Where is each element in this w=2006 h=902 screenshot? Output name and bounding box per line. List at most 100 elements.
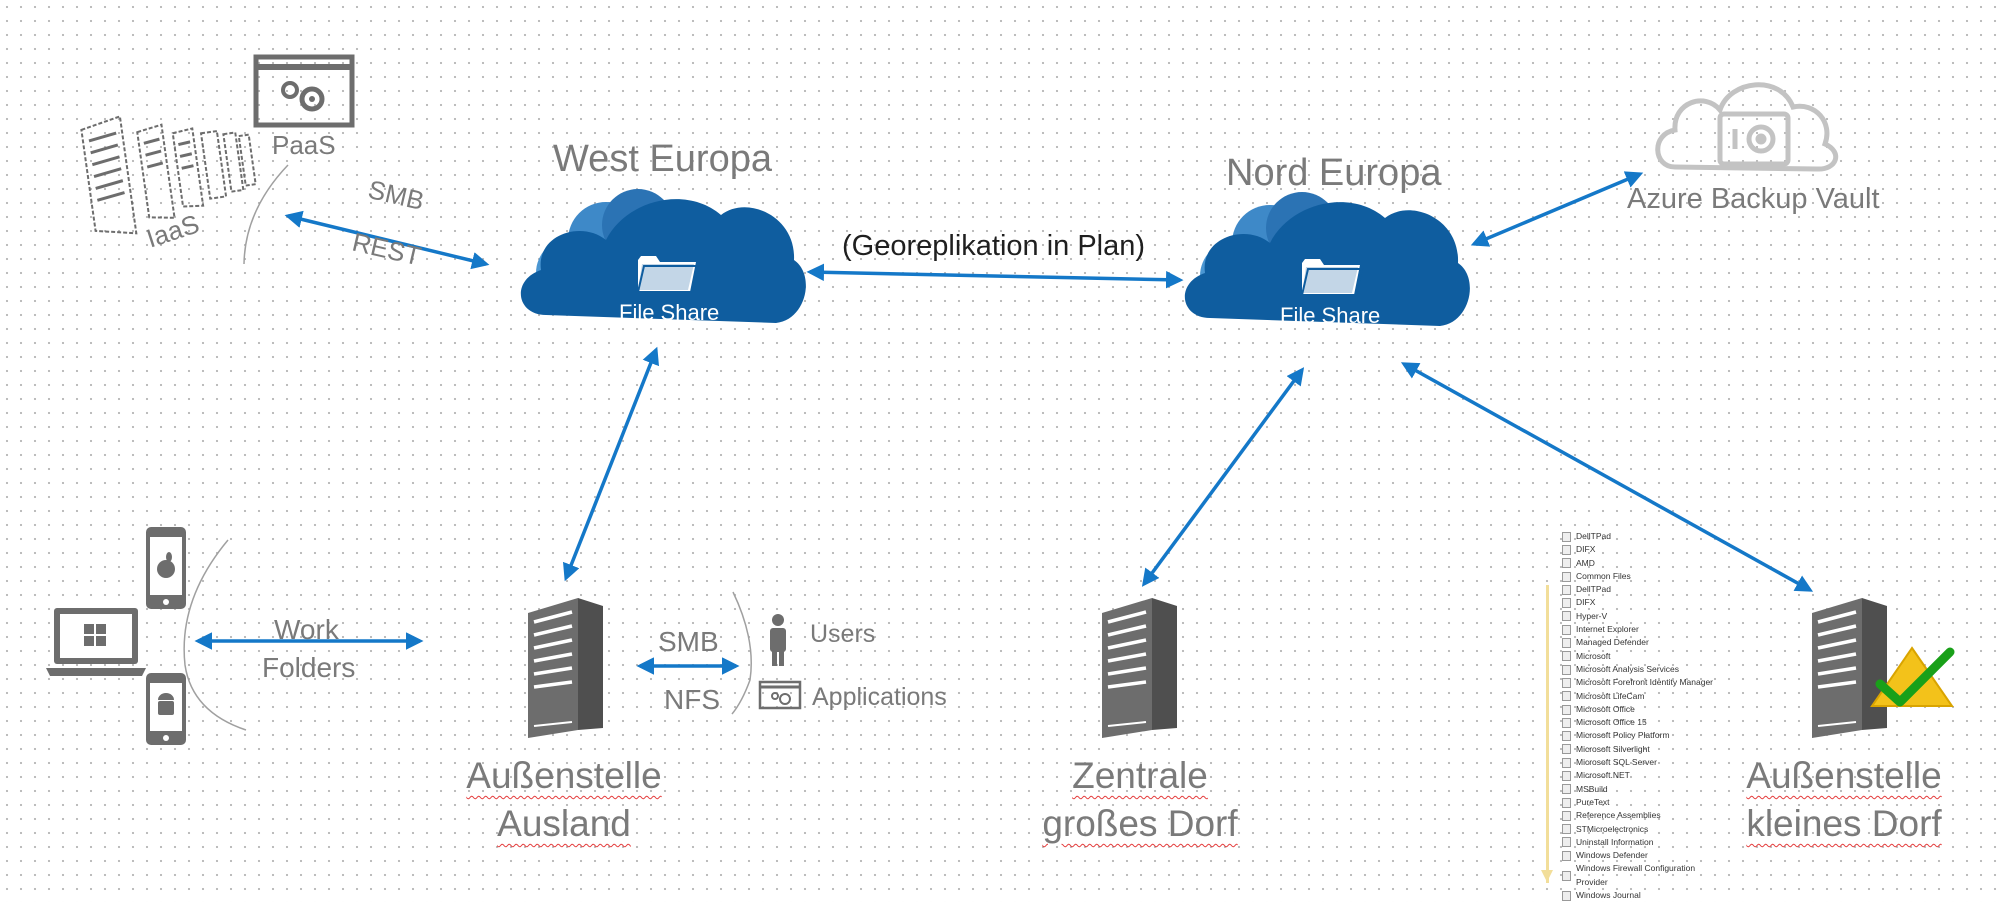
work-folders-line2: Folders bbox=[262, 652, 356, 683]
folder-list-item-label: DellTPad bbox=[1576, 584, 1611, 595]
folder-icon bbox=[1562, 558, 1571, 569]
folder-list-item[interactable]: MSBuild bbox=[1562, 783, 1722, 796]
folder-list-item[interactable]: Managed Defender bbox=[1562, 636, 1722, 649]
file-share-north-label: File Share bbox=[1280, 303, 1381, 328]
folder-icon bbox=[1562, 651, 1571, 662]
folder-list-item-label: Microsoft Analysis Services bbox=[1576, 663, 1679, 674]
folder-icon bbox=[1562, 731, 1571, 742]
server-ausland-icon bbox=[526, 596, 605, 740]
nfs-label: NFS bbox=[664, 684, 720, 715]
folder-list-item-label: STMicroelectronics bbox=[1576, 823, 1649, 834]
work-folders-line1: Work bbox=[274, 614, 339, 645]
folder-list-item-label: Common Files bbox=[1576, 570, 1631, 581]
folder-icon bbox=[1562, 531, 1571, 542]
folder-list-item-label: Microsoft LifeCam bbox=[1576, 690, 1645, 701]
folder-list-item-label: Microsoft Forefront Identity Manager bbox=[1576, 677, 1714, 688]
folder-list-item-label: Microsoft bbox=[1576, 650, 1611, 661]
folder-list-item[interactable]: Internet Explorer bbox=[1562, 623, 1722, 636]
folder-list-item[interactable]: Microsoft Policy Platform bbox=[1562, 729, 1722, 742]
site-zentrale-label: Zentrale großes Dorf bbox=[1020, 752, 1260, 848]
site-ausland-label: Außenstelle Ausland bbox=[444, 752, 684, 848]
folder-list-item-label: Windows Firewall Configuration Provider bbox=[1576, 863, 1696, 887]
folder-list-item[interactable]: Uninstall Information bbox=[1562, 836, 1722, 849]
folder-list-item[interactable]: Microsoft Analysis Services bbox=[1562, 663, 1722, 676]
folder-list-item[interactable]: DIFX bbox=[1562, 596, 1722, 609]
folder-list-item[interactable]: AMD bbox=[1562, 557, 1722, 570]
folder-icon bbox=[1562, 850, 1571, 861]
site-ausland-line2: Ausland bbox=[497, 803, 631, 844]
arrow-north-to-kleinesdorf bbox=[1400, 362, 1814, 592]
folder-list-item[interactable]: DIFX bbox=[1562, 543, 1722, 556]
folder-list-item-label: PureText bbox=[1576, 796, 1610, 807]
scroll-indicator-line bbox=[1546, 585, 1549, 883]
folder-list-item[interactable]: STMicroelectronics bbox=[1562, 823, 1722, 836]
folder-list-item-label: DIFX bbox=[1576, 544, 1596, 555]
scroll-indicator-arrow bbox=[1541, 870, 1553, 882]
folder-icon bbox=[1562, 770, 1571, 781]
folder-list-item-label: Microsoft Office bbox=[1576, 703, 1635, 714]
folder-list-item[interactable]: DellTPad bbox=[1562, 583, 1722, 596]
arrow-north-to-zentrale bbox=[1141, 367, 1305, 587]
backup-vault-label: Azure Backup Vault bbox=[1627, 183, 1880, 215]
site-ausland-line1: Außenstelle bbox=[466, 755, 662, 796]
applications-label: Applications bbox=[812, 683, 947, 711]
folder-list-item[interactable]: Microsoft LifeCam bbox=[1562, 690, 1722, 703]
folder-icon bbox=[1562, 611, 1571, 622]
folder-icon bbox=[1562, 598, 1571, 609]
backup-vault-icon bbox=[1655, 82, 1839, 172]
folder-icon bbox=[1562, 870, 1571, 881]
folder-list-item[interactable]: Common Files bbox=[1562, 570, 1722, 583]
folder-list-item[interactable]: DellTPad bbox=[1562, 530, 1722, 543]
iaas-servers-icon bbox=[80, 115, 257, 235]
folder-list-item[interactable]: Windows Firewall Configuration Provider bbox=[1562, 862, 1722, 889]
phone-apple-icon bbox=[146, 527, 186, 609]
separator-arc-devices bbox=[183, 539, 247, 731]
folder-list-item-label: MSBuild bbox=[1576, 783, 1608, 794]
folder-list-item[interactable]: Microsoft.NET bbox=[1562, 769, 1722, 782]
region-west-europa: West Europa bbox=[553, 138, 772, 180]
laptop-windows-icon bbox=[46, 608, 146, 676]
folder-list-item-label: Reference Assemblies bbox=[1576, 810, 1661, 821]
phone-android-icon bbox=[146, 673, 186, 745]
separator-arc-cloud bbox=[243, 164, 289, 265]
folder-list-item[interactable]: Microsoft Office bbox=[1562, 703, 1722, 716]
folder-list-item-label: Microsoft Office 15 bbox=[1576, 717, 1647, 728]
folder-list-item[interactable]: Microsoft bbox=[1562, 650, 1722, 663]
folder-icon bbox=[1562, 624, 1571, 635]
site-kleinesdorf-label: Außenstelle kleines Dorf bbox=[1724, 752, 1964, 848]
folder-list-item-label: Microsoft SQL Server bbox=[1576, 757, 1657, 768]
folder-icon bbox=[1562, 584, 1571, 595]
paas-window-icon bbox=[253, 54, 355, 128]
folder-list-item[interactable]: Microsoft Office 15 bbox=[1562, 716, 1722, 729]
server-zentrale-icon bbox=[1100, 596, 1179, 740]
folder-icon bbox=[1562, 664, 1571, 675]
folder-list-item[interactable]: PureText bbox=[1562, 796, 1722, 809]
site-zentrale-line1: Zentrale bbox=[1072, 755, 1208, 796]
folder-list-item-label: Uninstall Information bbox=[1576, 836, 1654, 847]
folder-icon bbox=[1562, 890, 1571, 901]
folder-list-item-label: Microsoft.NET bbox=[1576, 770, 1630, 781]
folder-list-item[interactable]: Windows Journal bbox=[1562, 889, 1722, 902]
folder-icon bbox=[1562, 797, 1571, 808]
folder-list-item-label: DellTPad bbox=[1576, 531, 1611, 541]
folder-icon bbox=[1562, 824, 1571, 835]
arrow-north-to-backup bbox=[1470, 171, 1644, 247]
folder-list-item-label: DIFX bbox=[1576, 597, 1596, 608]
folder-list-item-label: Windows Journal bbox=[1576, 890, 1641, 901]
folder-icon bbox=[1562, 544, 1571, 555]
region-nord-europa: Nord Europa bbox=[1226, 152, 1442, 194]
folder-list-item[interactable]: Microsoft SQL Server bbox=[1562, 756, 1722, 769]
folder-list-item[interactable]: Windows Defender bbox=[1562, 849, 1722, 862]
folder-icon bbox=[1562, 571, 1571, 582]
folder-list-item-label: Microsoft Silverlight bbox=[1576, 743, 1650, 754]
folder-list-item[interactable]: Reference Assemblies bbox=[1562, 809, 1722, 822]
warning-check-icon bbox=[1870, 646, 1955, 707]
site-kleinesdorf-line1: Außenstelle bbox=[1746, 755, 1942, 796]
folder-list-item[interactable]: Microsoft Forefront Identity Manager bbox=[1562, 676, 1722, 689]
folder-icon bbox=[1562, 744, 1571, 755]
site-kleinesdorf-line2: kleines Dorf bbox=[1746, 803, 1942, 844]
folder-list-item[interactable]: Microsoft Silverlight bbox=[1562, 743, 1722, 756]
folder-icon bbox=[1562, 677, 1571, 688]
folder-icon bbox=[1562, 837, 1571, 848]
folder-list-item[interactable]: Hyper-V bbox=[1562, 610, 1722, 623]
